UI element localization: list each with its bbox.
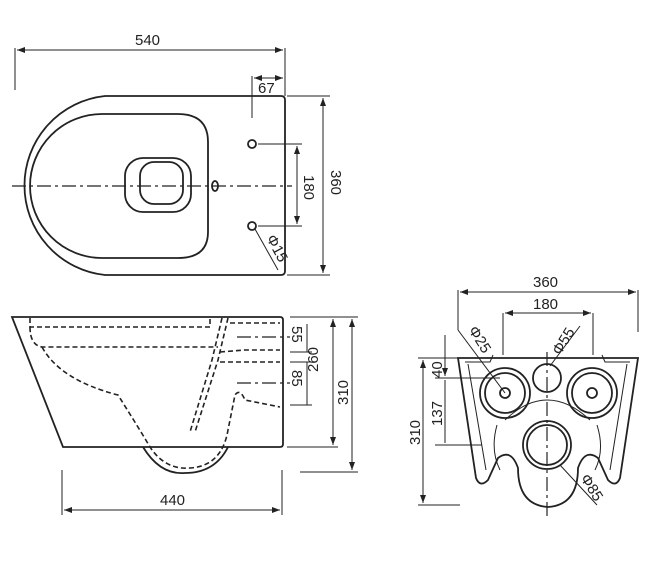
label-440: 440 <box>160 492 185 509</box>
label-phi25: Φ25 <box>465 323 495 356</box>
label-180-front: 180 <box>533 296 558 313</box>
label-310-side: 310 <box>335 380 352 405</box>
leader-15 <box>254 228 279 271</box>
label-360-top: 360 <box>327 170 344 195</box>
top-rim <box>29 113 209 259</box>
label-phi15: Φ15 <box>262 232 290 265</box>
side-trap <box>142 446 229 474</box>
label-67: 67 <box>258 80 275 97</box>
fixing-boss-left <box>479 367 531 419</box>
front-outline <box>456 357 640 508</box>
inlet-circle <box>532 363 562 393</box>
fixing-hole-top <box>247 139 257 149</box>
top-outline <box>23 95 286 276</box>
leader-25 <box>457 329 506 394</box>
side-view: 55 85 260 310 440 <box>10 316 358 515</box>
top-view: 180 540 67 360 Φ15 <box>12 32 344 276</box>
leader-85 <box>559 464 598 506</box>
label-180: 180 <box>300 175 317 200</box>
outlet-circle <box>522 420 572 470</box>
side-outline <box>10 316 284 448</box>
bowl-outer <box>124 157 192 213</box>
label-phi55: Φ55 <box>549 325 579 358</box>
label-540: 540 <box>135 32 160 49</box>
label-85: 85 <box>288 370 305 387</box>
fixing-boss-right <box>566 367 618 419</box>
leader-55 <box>549 325 581 367</box>
label-260: 260 <box>305 347 322 372</box>
label-360-front: 360 <box>533 274 558 291</box>
bowl-inner <box>139 161 184 205</box>
fixing-hole-bottom <box>247 221 257 231</box>
label-310-front: 310 <box>407 420 424 445</box>
label-55: 55 <box>288 326 305 343</box>
label-40: 40 <box>429 361 446 378</box>
label-137: 137 <box>429 401 446 426</box>
front-view: 360 180 Φ25 Φ55 Φ85 40 137 310 <box>407 274 640 520</box>
